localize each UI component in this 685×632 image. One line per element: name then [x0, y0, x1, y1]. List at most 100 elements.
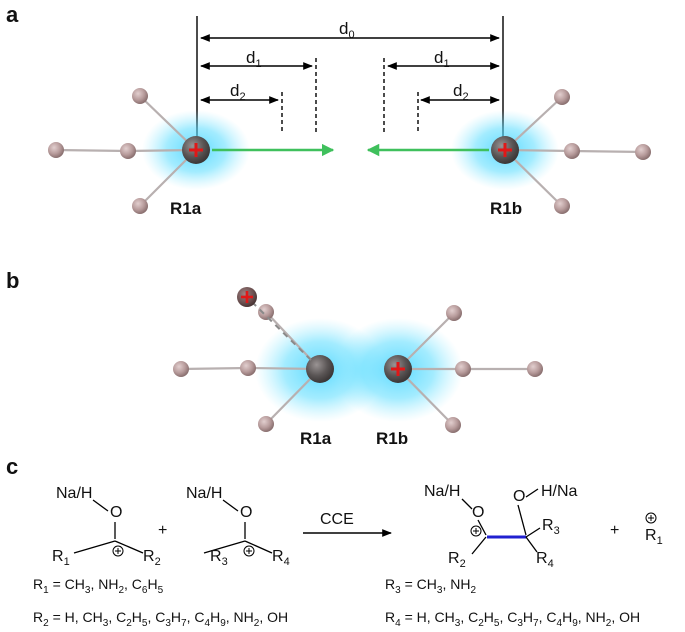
definition-text: , C [108, 609, 126, 625]
definition-r4: R4 = H, CH3, C2H5, C3H7, C4H9, NH2, OH [385, 609, 640, 629]
label-d2-right: d2 [453, 81, 469, 103]
definition-text: , C [147, 609, 165, 625]
ligand-atom [258, 304, 274, 320]
panel-label-a: a [6, 2, 19, 27]
definition-text: , NH [90, 576, 118, 592]
definition-text: , OH [259, 609, 288, 625]
molecule-r1b-a [451, 89, 651, 214]
oxygen-label: O [240, 504, 252, 521]
definition-r3: R3 = CH3, NH2 [385, 576, 476, 596]
molecule-r1a-b [173, 304, 334, 432]
definition-subscript: 4 [395, 618, 401, 629]
ligand-atom [635, 144, 651, 160]
definition-subscript: 5 [494, 618, 500, 629]
hna-label: H/Na [541, 483, 578, 500]
plus-charge-icon [498, 143, 512, 157]
nah-label: Na/H [186, 485, 222, 502]
definition-subscript: 7 [181, 618, 187, 629]
label-d1-left: d1 [246, 48, 262, 70]
ligand-atom [554, 89, 570, 105]
ligand-atom [132, 88, 148, 104]
nah-label: Na/H [56, 485, 92, 502]
nah-label: Na/H [424, 483, 460, 500]
ligand-atom [455, 361, 471, 377]
ligand-atom [554, 198, 570, 214]
r3-label: R3 [542, 517, 560, 537]
definition-text: , OH [611, 609, 640, 625]
ligand-atom [445, 417, 461, 433]
definition-text: R [385, 576, 395, 592]
leaving-bond [251, 301, 312, 361]
definition-subscript: 2 [478, 618, 484, 629]
definition-subscript: 4 [205, 618, 211, 629]
definition-subscript: 1 [43, 585, 49, 596]
definition-r2: R2 = H, CH3, C2H5, C3H7, C4H9, NH2, OH [33, 609, 288, 629]
plus-charge-icon [391, 362, 405, 376]
definition-text: H [171, 609, 181, 625]
r1-label: R1 [52, 548, 70, 568]
molecule-r1b-b [384, 305, 543, 433]
circled-plus-icon [243, 545, 255, 557]
definition-text: R [33, 609, 43, 625]
definition-subscript: 3 [103, 618, 109, 629]
definition-subscript: 3 [455, 618, 461, 629]
definition-subscript: 9 [572, 618, 578, 629]
ligand-atom [132, 198, 148, 214]
definition-text: H [523, 609, 533, 625]
definition-subscript: 9 [220, 618, 226, 629]
definition-text: H [210, 609, 220, 625]
plus-sign-2: + [610, 522, 619, 539]
ligand-atom [527, 361, 543, 377]
r1-cation-label: R1 [645, 527, 663, 547]
ligand-atom [48, 142, 64, 158]
definition-text: , NH [442, 576, 470, 592]
oxygen-label: O [110, 504, 122, 521]
molecule-label-r1a-a: R1a [170, 199, 202, 218]
plus-charge-icon [189, 143, 203, 157]
molecule-label-r1b-b: R1b [376, 429, 408, 448]
definition-text: , C [499, 609, 517, 625]
definition-subscript: 5 [142, 618, 148, 629]
definition-text: = H, CH [401, 609, 455, 625]
definition-subscript: 3 [395, 585, 401, 596]
definition-text: R [33, 576, 43, 592]
ligand-atom [120, 143, 136, 159]
label-d2-left: d2 [230, 81, 246, 103]
r4-label: R4 [272, 548, 290, 568]
definition-text: , C [539, 609, 557, 625]
definition-text: , C [124, 576, 142, 592]
definition-text: = CH [401, 576, 437, 592]
definition-subscript: 2 [126, 618, 132, 629]
plus-charge-icon [241, 291, 253, 303]
ligand-atom [446, 305, 462, 321]
molecule-r1a-a [48, 88, 250, 214]
plus-sign-1: + [158, 522, 167, 539]
definition-subscript: 2 [118, 585, 124, 596]
r3-label: R3 [210, 548, 228, 568]
definition-text: = H, CH [49, 609, 103, 625]
ligand-atom [564, 143, 580, 159]
oxygen-label: O [513, 488, 525, 505]
reaction-arrow-label: CCE [320, 511, 354, 528]
definition-text: H [562, 609, 572, 625]
r4-label: R4 [536, 550, 554, 570]
definition-subscript: 6 [142, 585, 148, 596]
definition-r1: R1 = CH3, NH2, C6H5 [33, 576, 164, 596]
ligand-atom [173, 361, 189, 377]
circled-plus-icon [470, 525, 482, 537]
molecule-label-r1b-a: R1b [490, 199, 522, 218]
definition-text: H [147, 576, 157, 592]
definition-subscript: 7 [533, 618, 539, 629]
definition-text: H [132, 609, 142, 625]
definition-subscript: 3 [517, 618, 523, 629]
r2-label: R2 [448, 550, 466, 570]
byproduct-cation: R1 [645, 512, 663, 547]
definition-subscript: 2 [470, 585, 476, 596]
definition-text: , NH [578, 609, 606, 625]
ligand-atom [240, 360, 256, 376]
r2-label: R2 [143, 548, 161, 568]
panel-label-b: b [6, 268, 19, 293]
definition-subscript: 4 [557, 618, 563, 629]
molecule-label-r1a-b: R1a [300, 429, 332, 448]
